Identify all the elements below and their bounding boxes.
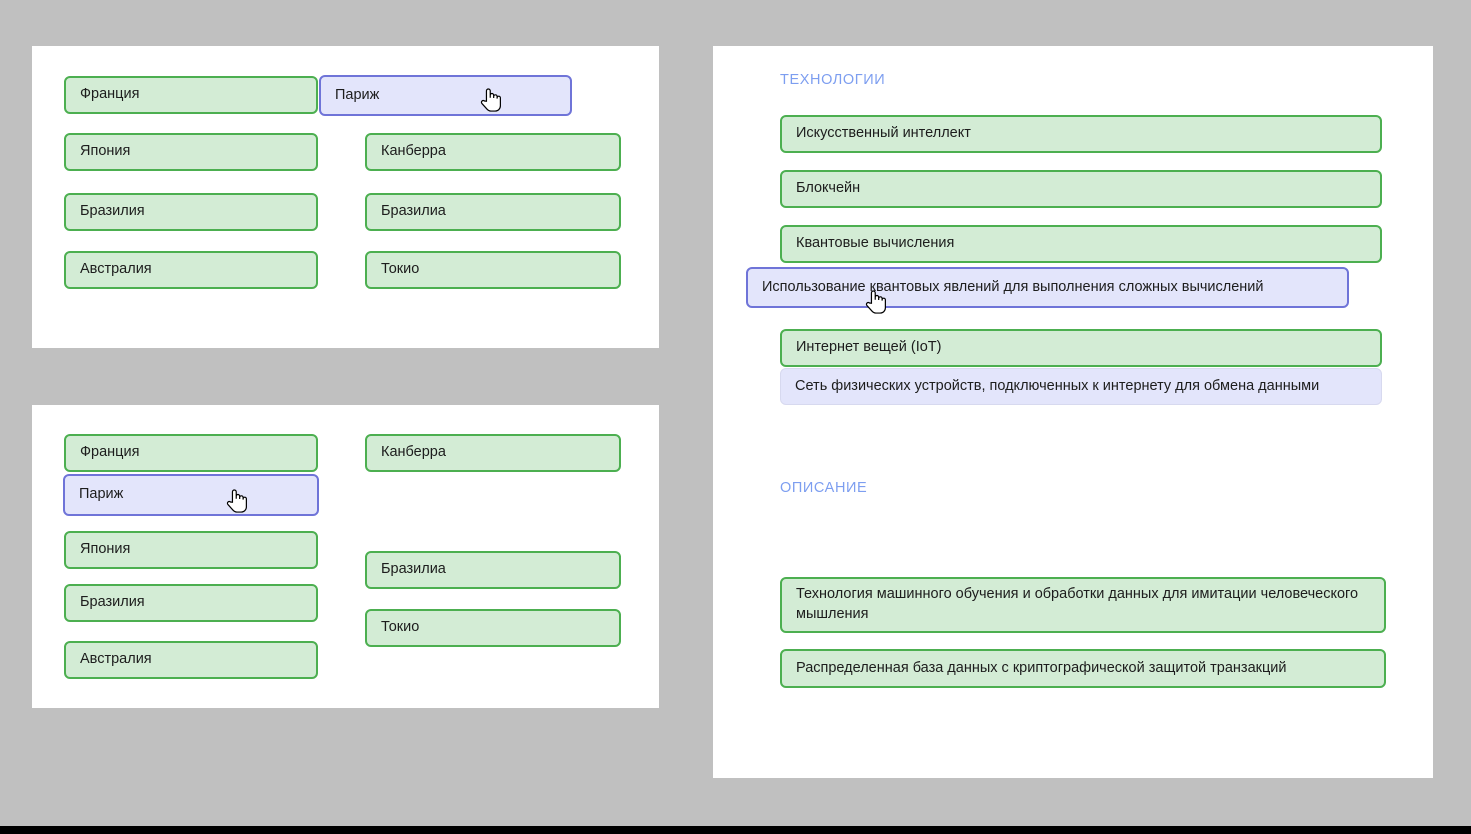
chip-label: Австралия <box>80 651 152 668</box>
country-chip[interactable]: Бразилия <box>64 193 318 231</box>
chip-label: Япония <box>80 143 131 160</box>
city-chip-selected[interactable]: Париж <box>63 474 319 516</box>
city-chip[interactable]: Токио <box>365 251 621 289</box>
chip-label: Франция <box>80 86 140 103</box>
city-chip[interactable]: Канберра <box>365 133 621 171</box>
chip-label: Токио <box>381 619 420 636</box>
chip-label: Канберра <box>381 143 446 160</box>
country-chip[interactable]: Франция <box>64 76 318 114</box>
matching-panel-expanded: Франция Париж Япония Бразилия Австралия … <box>32 405 659 708</box>
chip-label: Бразилия <box>80 203 145 220</box>
city-chip[interactable]: Бразилиа <box>365 193 621 231</box>
technology-chip[interactable]: Блокчейн <box>780 170 1382 208</box>
matching-panel-collapsed: Франция Япония Бразилия Австралия Париж … <box>32 46 659 348</box>
chip-label: Интернет вещей (IoT) <box>796 339 942 356</box>
city-chip[interactable]: Канберра <box>365 434 621 472</box>
country-chip[interactable]: Австралия <box>64 641 318 679</box>
chip-label: Канберра <box>381 444 446 461</box>
chip-label: Париж <box>79 486 124 503</box>
country-chip[interactable]: Япония <box>64 531 318 569</box>
chip-label: Технология машинного обучения и обработк… <box>796 586 1359 622</box>
technology-chip[interactable]: Искусственный интеллект <box>780 115 1382 153</box>
chip-label: Франция <box>80 444 140 461</box>
city-chip[interactable]: Бразилиа <box>365 551 621 589</box>
chip-label: Бразилиа <box>381 561 446 578</box>
description-chip[interactable]: Технология машинного обучения и обработк… <box>780 577 1386 633</box>
city-chip-selected[interactable]: Париж <box>319 75 572 116</box>
chip-label: Париж <box>335 86 380 103</box>
section-title-technologies: ТЕХНОЛОГИИ <box>780 72 886 88</box>
chip-label: Использование квантовых явлений для выпо… <box>762 278 1264 295</box>
tech-description-panel: ТЕХНОЛОГИИ Искусственный интеллект Блокч… <box>713 46 1433 778</box>
chip-label: Распределенная база данных с криптографи… <box>796 659 1287 676</box>
chip-label: Квантовые вычисления <box>796 235 955 252</box>
description-chip-selected[interactable]: Использование квантовых явлений для выпо… <box>746 267 1349 308</box>
country-chip[interactable]: Япония <box>64 133 318 171</box>
chip-label: Япония <box>80 541 131 558</box>
technology-chip[interactable]: Интернет вещей (IoT) <box>780 329 1382 367</box>
country-chip[interactable]: Франция <box>64 434 318 472</box>
country-chip[interactable]: Бразилия <box>64 584 318 622</box>
chip-label: Бразилиа <box>381 203 446 220</box>
technology-chip[interactable]: Квантовые вычисления <box>780 225 1382 263</box>
chip-label: Австралия <box>80 261 152 278</box>
chip-label: Токио <box>381 261 420 278</box>
city-chip[interactable]: Токио <box>365 609 621 647</box>
section-title-description: ОПИСАНИЕ <box>780 480 868 496</box>
description-chip[interactable]: Распределенная база данных с криптографи… <box>780 649 1386 688</box>
description-chip-placeholder[interactable]: Сеть физических устройств, подключенных … <box>780 368 1382 405</box>
chip-label: Искусственный интеллект <box>796 125 971 142</box>
chip-label: Сеть физических устройств, подключенных … <box>795 377 1320 394</box>
chip-label: Бразилия <box>80 594 145 611</box>
country-chip[interactable]: Австралия <box>64 251 318 289</box>
chip-label: Блокчейн <box>796 180 861 197</box>
